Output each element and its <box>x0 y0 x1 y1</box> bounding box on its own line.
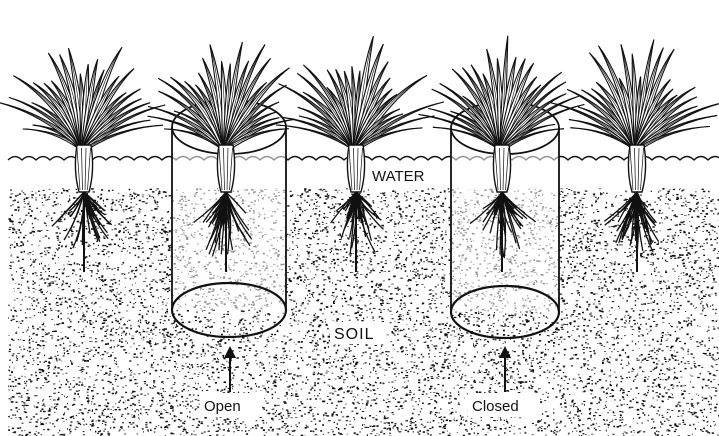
closed-arrow <box>499 346 511 392</box>
plant-5 <box>551 40 719 273</box>
plants-group <box>0 36 719 272</box>
open-arrow <box>224 346 236 392</box>
water-label: WATER <box>372 168 425 185</box>
plant-3 <box>276 36 444 272</box>
soil-label: SOIL <box>334 326 374 343</box>
closed-label: Closed <box>472 398 519 415</box>
open-label: Open <box>204 398 241 415</box>
